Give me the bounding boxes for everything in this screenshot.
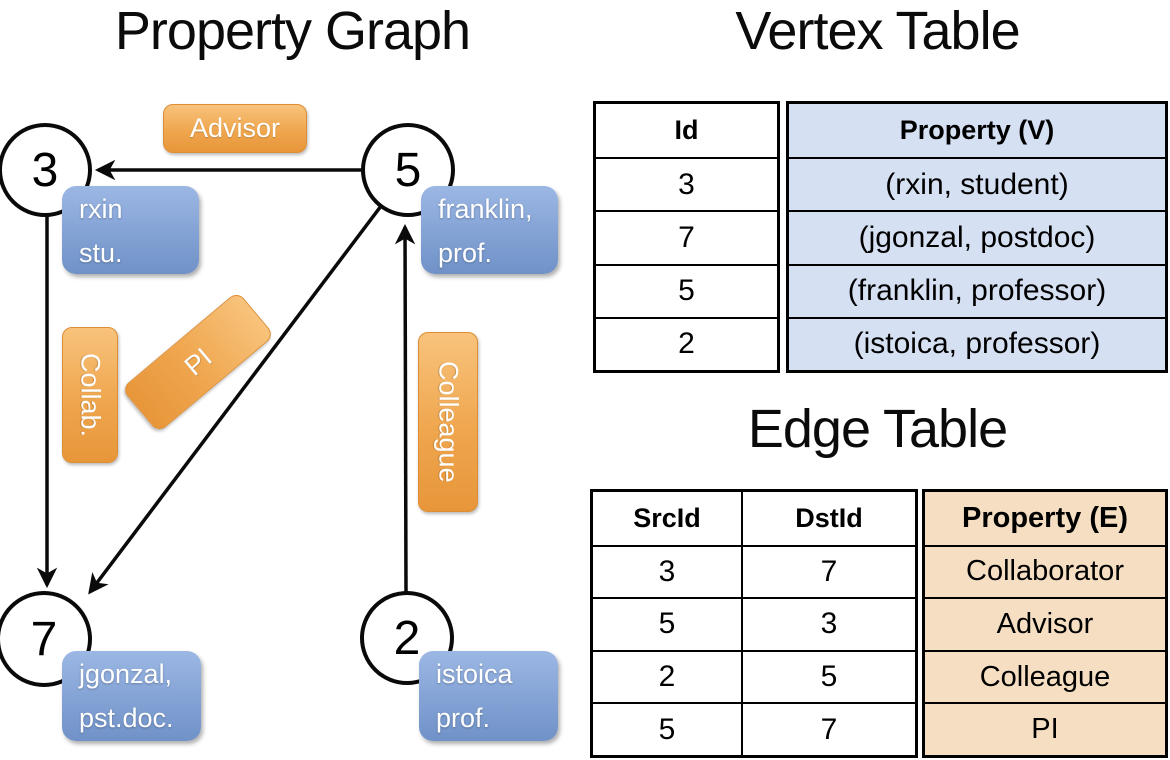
edge-src-cell: 5 — [593, 599, 743, 650]
graph-node-5: 5 — [361, 123, 455, 217]
vertex-row-property: (rxin, student) — [789, 157, 1165, 210]
edge-label-colleague-text: Colleague — [433, 361, 464, 483]
vertex-prop-box-5: franklin, prof. — [421, 186, 558, 274]
vertex-prop-box-7: jgonzal, pst.doc. — [62, 651, 201, 741]
edge-row-ids: 5 3 — [593, 597, 915, 650]
vertex-property-cell: (franklin, professor) — [847, 274, 1107, 308]
edge-table-src-dst-columns: SrcId DstId 3 7 5 3 2 5 5 7 — [590, 489, 918, 758]
vertex-row-property: (istoica, professor) — [789, 316, 1165, 370]
vertex-prop-2-line2: prof. — [436, 703, 491, 733]
vertex-row-id: 7 — [596, 210, 777, 263]
edge-row-property: PI — [925, 702, 1165, 755]
edge-dst-cell: 3 — [820, 607, 838, 641]
edge-label-colleague: Colleague — [418, 332, 478, 512]
vertex-prop-5-line1: franklin, — [438, 194, 533, 224]
vertex-property-cell: (jgonzal, postdoc) — [858, 220, 1096, 254]
edge-label-advisor-text: Advisor — [189, 113, 281, 143]
edge-dst-cell: 7 — [820, 712, 838, 746]
vertex-table-id-header: Id — [596, 104, 777, 157]
vertex-prop-3-line2: stu. — [79, 238, 123, 268]
property-graph-title: Property Graph — [114, 1, 471, 61]
vertex-prop-box-2: istoica prof. — [419, 651, 558, 741]
vertex-prop-box-3: rxin stu. — [62, 186, 199, 274]
vertex-property-header-text: Property (V) — [899, 115, 1055, 146]
node-5-id: 5 — [394, 143, 422, 197]
vertex-prop-7-line1: jgonzal, — [79, 659, 173, 689]
vertex-prop-7-line2: pst.doc. — [79, 703, 174, 733]
vertex-row-id: 5 — [596, 263, 777, 317]
node-7-id: 7 — [30, 612, 58, 666]
edge-table-property-column: Property (E) Collaborator Advisor Collea… — [922, 489, 1168, 758]
edge-property-header-text: Property (E) — [962, 501, 1128, 534]
edge-row-ids: 3 7 — [593, 544, 915, 598]
edge-property-cell: PI — [1031, 713, 1059, 746]
edge-table-ids-header: SrcId DstId — [593, 492, 915, 545]
edge-property-cell: Advisor — [996, 607, 1094, 640]
edge-table-property-header: Property (E) — [925, 492, 1165, 545]
vertex-row-id: 3 — [596, 157, 777, 210]
vertex-id-header-text: Id — [674, 115, 699, 146]
edge-label-pi-text: PI — [178, 341, 218, 382]
edge-src-cell: 5 — [593, 704, 743, 755]
vertex-id-cell: 2 — [678, 327, 695, 361]
edge-row-ids: 2 5 — [593, 649, 915, 703]
vertex-id-cell: 7 — [678, 220, 695, 254]
edge-src-cell: 2 — [593, 651, 743, 703]
edge-line-2-to-5 — [394, 223, 416, 593]
edge-label-collab-text: Collab. — [75, 352, 106, 438]
vertex-row-property: (jgonzal, postdoc) — [789, 210, 1165, 263]
vertex-table-property-header: Property (V) — [789, 104, 1165, 157]
vertex-table-title: Vertex Table — [735, 1, 1020, 61]
edge-table-title: Edge Table — [747, 399, 1008, 459]
vertex-prop-5-line2: prof. — [438, 238, 493, 268]
vertex-prop-2-line1: istoica — [436, 659, 513, 689]
edge-row-property: Collaborator — [925, 544, 1165, 598]
edge-line-5-to-7 — [88, 204, 383, 595]
edge-srcid-header-text: SrcId — [593, 492, 743, 545]
edge-label-advisor: Advisor — [163, 104, 307, 153]
vertex-row-id: 2 — [596, 316, 777, 370]
vertex-id-cell: 5 — [678, 274, 695, 308]
vertex-property-cell: (istoica, professor) — [853, 327, 1101, 361]
vertex-property-cell: (rxin, student) — [885, 167, 1069, 201]
edge-row-property: Colleague — [925, 649, 1165, 703]
edge-src-cell: 3 — [593, 546, 743, 598]
vertex-table-id-column: Id 3 7 5 2 — [593, 101, 780, 373]
vertex-table-property-column: Property (V) (rxin, student) (jgonzal, p… — [786, 101, 1168, 373]
edge-row-ids: 5 7 — [593, 702, 915, 755]
edge-property-cell: Colleague — [979, 660, 1111, 693]
edge-label-collab: Collab. — [62, 327, 118, 463]
vertex-row-property: (franklin, professor) — [789, 263, 1165, 317]
vertex-id-cell: 3 — [678, 167, 695, 201]
edge-dstid-header-text: DstId — [795, 502, 863, 533]
node-2-id: 2 — [393, 611, 421, 665]
edge-dst-cell: 7 — [820, 554, 838, 588]
vertex-prop-3-line1: rxin — [79, 194, 123, 224]
edge-property-cell: Collaborator — [966, 555, 1124, 588]
edge-row-property: Advisor — [925, 597, 1165, 650]
node-3-id: 3 — [31, 143, 59, 197]
edge-dst-cell: 5 — [820, 660, 838, 694]
graph-edges-canvas — [36, 159, 416, 595]
